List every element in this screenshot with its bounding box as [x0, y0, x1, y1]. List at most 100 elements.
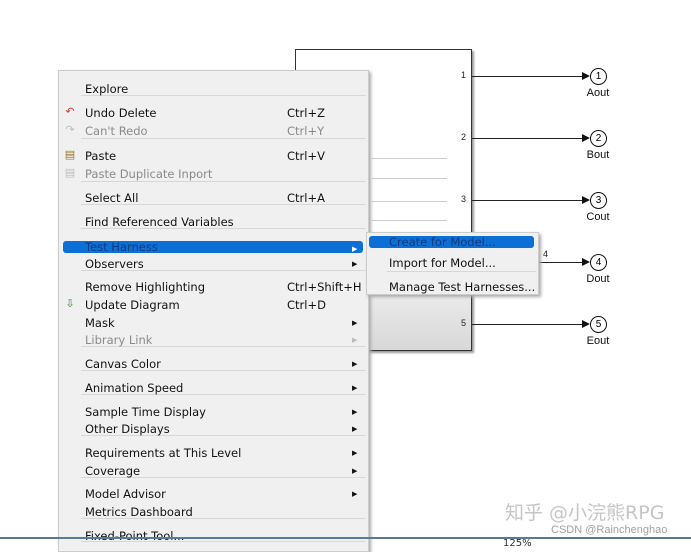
- outport-block[interactable]: 2: [590, 130, 607, 147]
- outport-label: Dout: [586, 273, 610, 285]
- faded-signal-line: [372, 158, 447, 159]
- menu-item-label: Manage Test Harnesses...: [389, 280, 536, 294]
- port-number: 3: [461, 194, 467, 204]
- outport-label: Bout: [586, 149, 610, 161]
- menu-item-shortcut: Ctrl+Y: [287, 124, 325, 138]
- menu-item-animation-speed[interactable]: Animation Speed▶: [59, 378, 368, 396]
- outport-block[interactable]: 5: [590, 316, 607, 333]
- submenu-arrow-icon: ▶: [352, 336, 358, 344]
- menu-item-shortcut: Ctrl+Shift+H: [287, 280, 362, 294]
- menu-separator: [81, 518, 366, 519]
- menu-item-label: Metrics Dashboard: [85, 505, 193, 519]
- menu-item-shortcut: Ctrl+V: [287, 149, 325, 163]
- menu-item-label: Remove Highlighting: [85, 280, 206, 294]
- submenu-arrow-icon: ▶: [352, 319, 358, 327]
- menu-item-label: Animation Speed: [85, 381, 184, 395]
- submenu-arrow-icon: ▶: [352, 360, 358, 368]
- arrowhead-icon: [582, 196, 590, 204]
- watermark-secondary: CSDN @Rainchenghao: [551, 524, 668, 536]
- menu-item-label: Fixed-Point Tool...: [85, 529, 185, 543]
- paste-duplicate-icon: ▤: [64, 166, 76, 179]
- menu-item-remove-highlighting[interactable]: Remove Highlighting Ctrl+Shift+H: [59, 277, 368, 295]
- menu-item-library-link[interactable]: Library Link▶: [59, 330, 368, 348]
- port-number: 4: [543, 249, 549, 259]
- menu-item-find-referenced-variables[interactable]: Find Referenced Variables: [59, 212, 368, 230]
- menu-item-sample-time-display[interactable]: Sample Time Display▶: [59, 402, 368, 420]
- menu-item-label: Requirements at This Level: [85, 446, 242, 460]
- menu-separator: [387, 271, 536, 272]
- menu-separator: [81, 95, 366, 96]
- menu-item-label: Explore: [85, 82, 129, 96]
- signal-line[interactable]: [472, 200, 582, 201]
- menu-item-label: Test Harness: [85, 240, 158, 254]
- menu-item-fixed-point-tool[interactable]: Fixed-Point Tool...: [59, 526, 368, 544]
- arrowhead-icon: [582, 134, 590, 142]
- signal-line[interactable]: [472, 324, 582, 325]
- menu-item-paste-duplicate-inport[interactable]: ▤ Paste Duplicate Inport: [59, 164, 368, 182]
- submenu-item-manage-test-harnesses[interactable]: Manage Test Harnesses...: [367, 277, 538, 295]
- submenu-item-create-for-model[interactable]: Create for Model...: [369, 235, 534, 249]
- menu-item-label: Find Referenced Variables: [85, 215, 234, 229]
- menu-item-label: Can't Redo: [85, 124, 148, 138]
- paste-icon: ▤: [64, 148, 76, 161]
- outport-label: Eout: [586, 335, 610, 347]
- menu-item-label: Paste Duplicate Inport: [85, 167, 213, 181]
- menu-item-label: Other Displays: [85, 422, 170, 436]
- menu-item-label: Sample Time Display: [85, 405, 206, 419]
- arrowhead-icon: [582, 258, 590, 266]
- menu-item-metrics-dashboard[interactable]: Metrics Dashboard: [59, 502, 368, 520]
- submenu-arrow-icon: ▶: [352, 467, 358, 475]
- menu-separator: [81, 394, 366, 395]
- faded-signal-line: [372, 178, 447, 179]
- arrowhead-icon: [582, 320, 590, 328]
- zoom-level: 125%: [503, 538, 532, 549]
- menu-separator: [81, 138, 366, 139]
- menu-item-explore[interactable]: Explore: [59, 79, 368, 97]
- menu-separator: [81, 181, 366, 182]
- menu-item-test-harness[interactable]: Test Harness ▶: [63, 240, 363, 254]
- submenu-arrow-icon: ▶: [352, 425, 358, 433]
- menu-item-label: Create for Model...: [389, 235, 496, 249]
- menu-separator: [81, 370, 366, 371]
- outport-label: Cout: [586, 211, 610, 223]
- menu-item-other-displays[interactable]: Other Displays ▶: [59, 419, 368, 437]
- outport-block[interactable]: 3: [590, 192, 607, 209]
- port-number: 2: [461, 132, 467, 142]
- menu-item-observers[interactable]: Observers▶: [59, 254, 368, 272]
- menu-separator: [81, 270, 366, 271]
- menu-item-label: Mask: [85, 316, 115, 330]
- menu-item-requirements-at-this-level[interactable]: Requirements at This Level ▶: [59, 443, 368, 461]
- signal-line[interactable]: [472, 76, 582, 77]
- menu-item-canvas-color[interactable]: Canvas Color ▶: [59, 354, 368, 372]
- update-diagram-icon: ⇩: [65, 297, 75, 310]
- outport-block[interactable]: 1: [590, 68, 607, 85]
- menu-item-model-advisor[interactable]: Model Advisor▶: [59, 484, 368, 502]
- menu-item-label: Update Diagram: [85, 298, 180, 312]
- menu-separator: [81, 204, 366, 205]
- menu-item-label: Coverage: [85, 464, 141, 478]
- menu-item-update-diagram[interactable]: ⇩ Update Diagram Ctrl+D: [59, 295, 368, 313]
- menu-separator: [81, 541, 366, 542]
- signal-line[interactable]: [472, 138, 582, 139]
- menu-separator: [81, 435, 366, 436]
- undo-icon: ↶: [65, 105, 75, 118]
- submenu-arrow-icon: ▶: [352, 449, 358, 457]
- menu-item-label: Import for Model...: [389, 256, 496, 270]
- menu-item-label: Canvas Color: [85, 357, 161, 371]
- menu-separator: [81, 346, 366, 347]
- watermark: 知乎 @小浣熊RPG: [505, 502, 665, 524]
- submenu-item-import-for-model[interactable]: Import for Model...: [367, 253, 538, 271]
- menu-item-shortcut: Ctrl+D: [287, 298, 326, 312]
- menu-item-label: Observers: [85, 257, 144, 271]
- outport-label: Aout: [586, 87, 610, 99]
- menu-item-mask[interactable]: Mask ▶: [59, 313, 368, 331]
- test-harness-submenu: Create for Model... Import for Model... Ma…: [366, 232, 539, 295]
- submenu-arrow-icon: ▶: [352, 245, 358, 253]
- outport-block[interactable]: 4: [590, 254, 607, 271]
- menu-item-coverage[interactable]: Coverage ▶: [59, 461, 368, 479]
